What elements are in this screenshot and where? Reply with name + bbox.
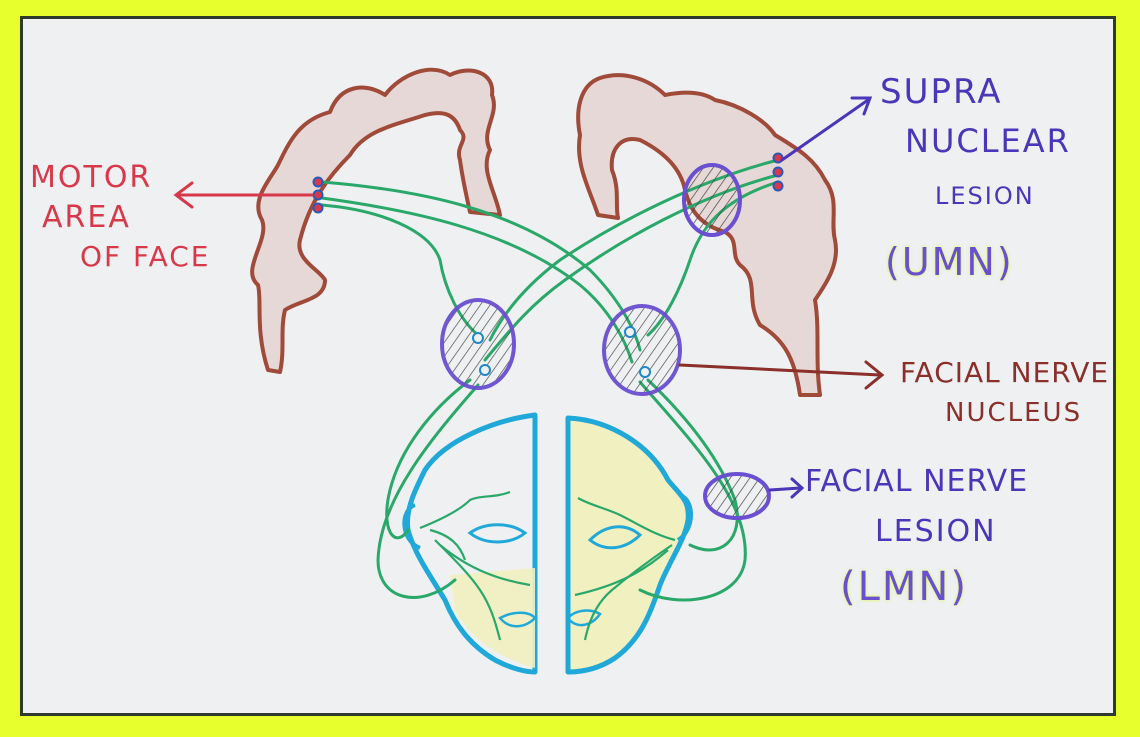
right-eye (587, 525, 643, 550)
supranuclear-arrow (780, 96, 873, 162)
facial-nerve-lesion-label-line1: FACIAL NERVE (805, 464, 1029, 499)
motor-area-arrow (173, 181, 314, 209)
facial-nerve-nucleus-label-line2: NUCLEUS (945, 398, 1083, 428)
right-facial-nerve-nucleus (602, 304, 682, 396)
motor-area-label-line3: OF FACE (80, 240, 211, 273)
nucleus-arrow (678, 360, 885, 390)
supranuclear-label-line3: LESION (935, 182, 1035, 210)
right-cerebral-hemisphere (576, 73, 838, 397)
left-lip (498, 611, 537, 628)
right-motor-area-neurons (772, 152, 784, 192)
motor-area-label-line1: MOTOR (30, 160, 153, 195)
right-ear (676, 493, 693, 542)
facial-nerve-branches (419, 490, 676, 641)
nerve-lesion-arrow (768, 477, 805, 499)
lmn-label: (LMN) (840, 564, 968, 610)
facial-nerve-lmn-lesion-marker (703, 472, 771, 520)
umn-label: (UMN) (885, 240, 1014, 284)
right-lip (566, 609, 602, 627)
facial-nerve-nucleus-label-line1: FACIAL NERVE (900, 356, 1110, 389)
nucleus-cell-bodies (472, 326, 651, 378)
left-cerebral-hemisphere (250, 67, 502, 374)
left-motor-area-neurons (312, 176, 324, 214)
motor-area-label-line2: AREA (42, 200, 131, 235)
left-ear (402, 503, 421, 550)
supranuclear-label-line2: NUCLEAR (905, 122, 1071, 160)
left-eye (467, 523, 528, 544)
facial-nerve-lesion-label-line2: LESION (875, 514, 997, 549)
supranuclear-label-line1: SUPRA (880, 72, 1003, 112)
supranuclear-lesion-marker (682, 163, 742, 237)
